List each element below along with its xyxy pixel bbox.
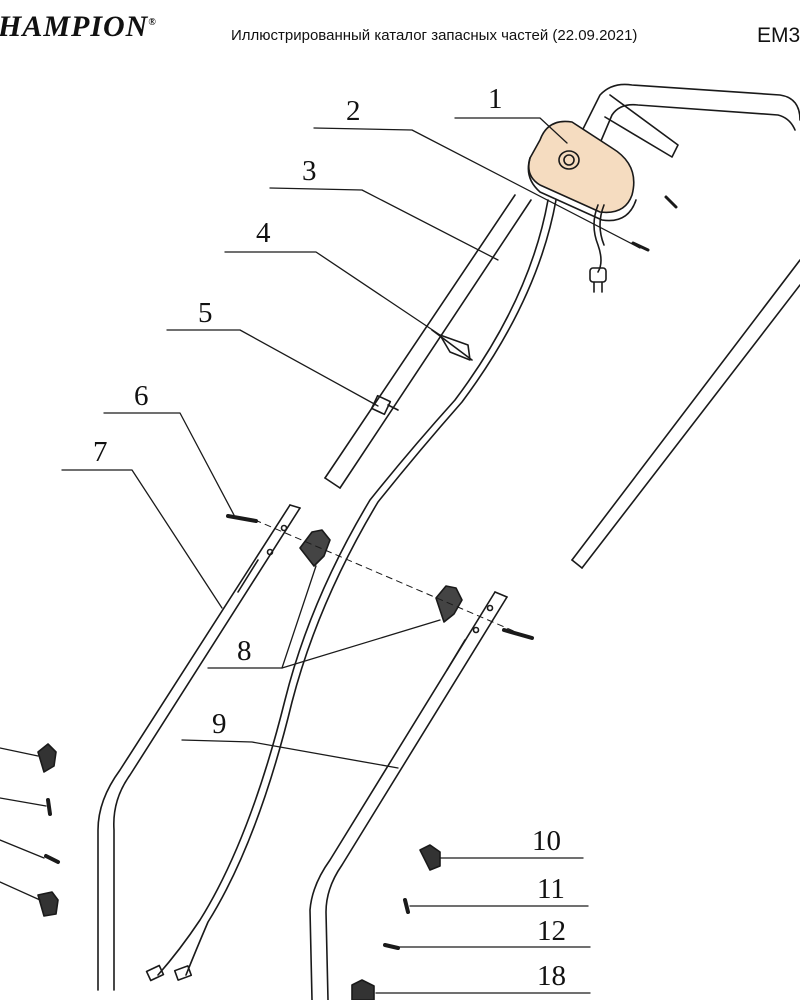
callout-label-9: 9 [212, 708, 227, 740]
callout-label-12: 12 [537, 915, 566, 947]
cable-clip [370, 394, 399, 416]
callout-label-1: 1 [488, 83, 503, 115]
cable-bracket [431, 329, 473, 361]
callout-label-2: 2 [346, 95, 361, 127]
handle-knobs [299, 529, 463, 623]
upper-handle-bar [571, 83, 800, 569]
power-cable [145, 199, 557, 982]
callout-label-3: 3 [302, 155, 317, 187]
lower-handle-right [309, 591, 508, 1000]
middle-tube [324, 194, 532, 489]
callout-label-5: 5 [198, 297, 213, 329]
model-code: EM3 [757, 24, 800, 47]
callout-label-8: 8 [237, 635, 252, 667]
callout-label-6: 6 [134, 380, 149, 412]
switch-box [527, 120, 637, 222]
left-edge-parts [37, 743, 60, 917]
catalog-title: Иллюстрированный каталог запасных частей… [231, 27, 638, 44]
handle-bolts [226, 514, 534, 640]
callout-label-4: 4 [256, 217, 271, 249]
lower-handle-left [97, 504, 301, 991]
power-plug [589, 204, 607, 293]
leader-lines [0, 117, 641, 994]
page-header: HAMPION® Иллюстрированный каталог запасн… [0, 0, 800, 60]
switch-box-screws [631, 195, 678, 252]
callout-label-11: 11 [537, 873, 565, 905]
assembly-axis [254, 519, 531, 639]
brand-logo: HAMPION® [0, 10, 157, 43]
callout-label-10: 10 [532, 825, 561, 857]
callout-label-7: 7 [93, 436, 108, 468]
callout-label-18: 18 [537, 960, 566, 992]
spare-parts-group [351, 844, 441, 1000]
